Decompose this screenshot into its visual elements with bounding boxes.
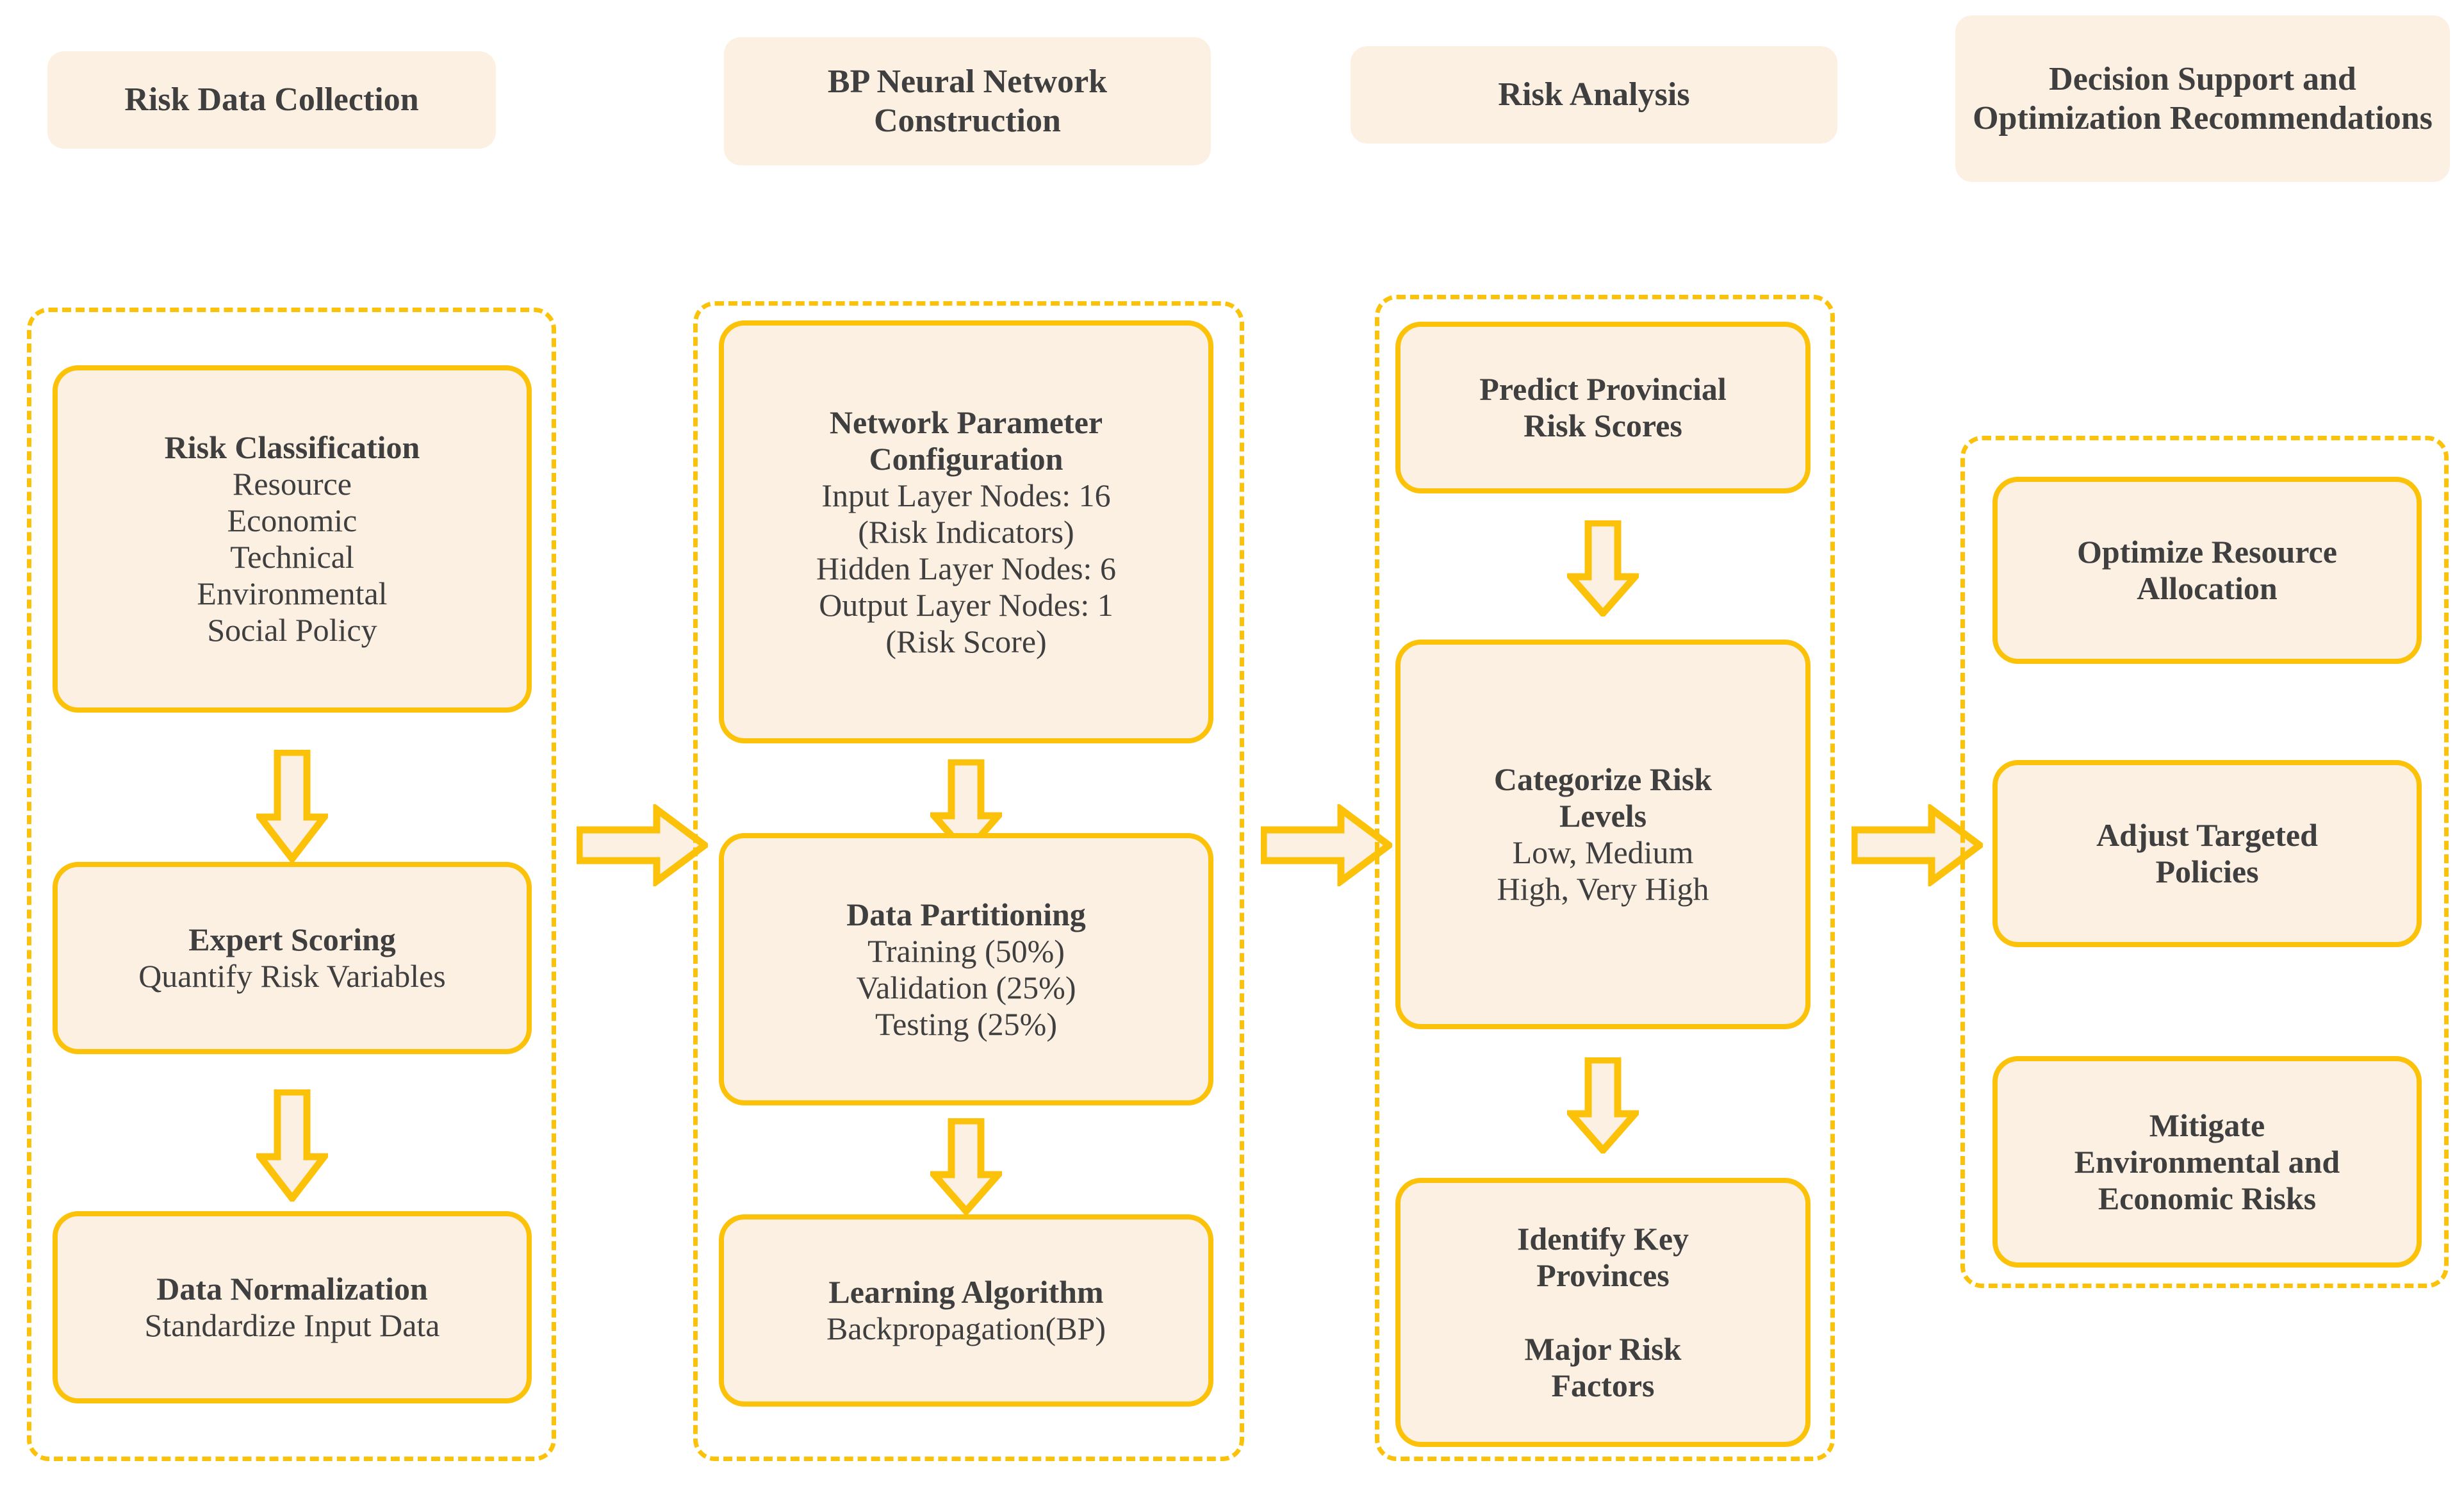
card-line: Validation (25%) [856, 969, 1076, 1005]
card-data-normalization: Data Normalization Standardize Input Dat… [53, 1211, 532, 1403]
card-title: Mitigate Environmental and Economic Risk… [2074, 1107, 2340, 1216]
card-line: Technical [230, 539, 354, 575]
flow-arrow-down-c3-2 [1567, 1057, 1639, 1153]
flow-arrow-down-c1-1 [256, 750, 328, 862]
column-header-risk-analysis: Risk Analysis [1351, 46, 1837, 144]
card-title: Expert Scoring [188, 922, 396, 957]
group-container-risk-analysis [1375, 295, 1835, 1461]
card-optimize-resource-allocation: Optimize Resource Allocation [1992, 477, 2422, 664]
card-title: Learning Algorithm [828, 1274, 1104, 1310]
flow-arrow-right-col1-to-col2 [577, 804, 708, 886]
card-line: Social Policy [207, 612, 377, 648]
card-title: Categorize Risk Levels [1493, 761, 1712, 834]
card-title: Adjust Targeted Policies [2096, 817, 2318, 889]
card-line: Backpropagation(BP) [826, 1310, 1106, 1346]
group-container-decision-support [1960, 436, 2449, 1288]
card-line: (Risk Score) [885, 623, 1047, 659]
card-line: High, Very High [1497, 871, 1709, 907]
card-line: Economic [227, 502, 357, 538]
card-title: Risk Classification [164, 429, 420, 465]
card-title: Predict Provincial Risk Scores [1479, 371, 1727, 443]
column-header-decision-support-and-optimization-recommendations: Decision Support and Optimization Recomm… [1955, 15, 2450, 182]
flow-arrow-down-c2-2 [930, 1118, 1002, 1214]
card-predict-provincial-risk-scores: Predict Provincial Risk Scores [1395, 322, 1811, 493]
card-title-secondary: Major Risk Factors [1524, 1331, 1682, 1403]
card-expert-scoring: Expert Scoring Quantify Risk Variables [53, 862, 532, 1054]
card-title: Data Partitioning [846, 896, 1086, 932]
flow-arrow-right-col3-to-col4 [1852, 804, 1983, 886]
card-data-partitioning: Data Partitioning Training (50%) Validat… [719, 833, 1213, 1105]
card-title: Data Normalization [156, 1271, 428, 1307]
card-line: Training (50%) [867, 932, 1065, 969]
card-line: Output Layer Nodes: 1 [819, 586, 1113, 623]
card-identify-key-provinces: Identify Key Provinces Major Risk Factor… [1395, 1178, 1811, 1447]
flow-arrow-down-c1-2 [256, 1089, 328, 1202]
card-title: Identify Key Provinces [1516, 1221, 1689, 1293]
card-line: (Risk Indicators) [858, 513, 1074, 550]
card-line: Standardize Input Data [144, 1307, 440, 1343]
flow-arrow-down-c3-1 [1567, 520, 1639, 616]
card-mitigate-environmental-and-economic-risks: Mitigate Environmental and Economic Risk… [1992, 1056, 2422, 1268]
column-header-risk-data-collection: Risk Data Collection [47, 51, 496, 149]
card-line: Environmental [197, 575, 388, 611]
card-line: Hidden Layer Nodes: 6 [816, 550, 1116, 586]
card-title: Optimize Resource Allocation [2077, 534, 2337, 606]
group-container-risk-data-collection [27, 308, 556, 1461]
card-adjust-targeted-policies: Adjust Targeted Policies [1992, 760, 2422, 947]
card-line: Resource [232, 466, 352, 502]
card-risk-classification: Risk Classification Resource Economic Te… [53, 365, 532, 713]
card-categorize-risk-levels: Categorize Risk Levels Low, Medium High,… [1395, 640, 1811, 1029]
column-header-bp-neural-network-construction: BP Neural Network Construction [724, 37, 1211, 165]
card-line: Input Layer Nodes: 16 [821, 477, 1111, 513]
card-line: Testing (25%) [875, 1005, 1057, 1042]
card-learning-algorithm: Learning Algorithm Backpropagation(BP) [719, 1214, 1213, 1407]
card-network-parameter-configuration: Network Parameter Configuration Input La… [719, 320, 1213, 743]
card-line: Quantify Risk Variables [138, 958, 446, 994]
card-title: Network Parameter Configuration [829, 404, 1103, 477]
flow-arrow-right-col2-to-col3 [1261, 804, 1392, 886]
card-line: Low, Medium [1512, 834, 1694, 870]
group-container-bp-neural-network-construction [693, 301, 1244, 1461]
